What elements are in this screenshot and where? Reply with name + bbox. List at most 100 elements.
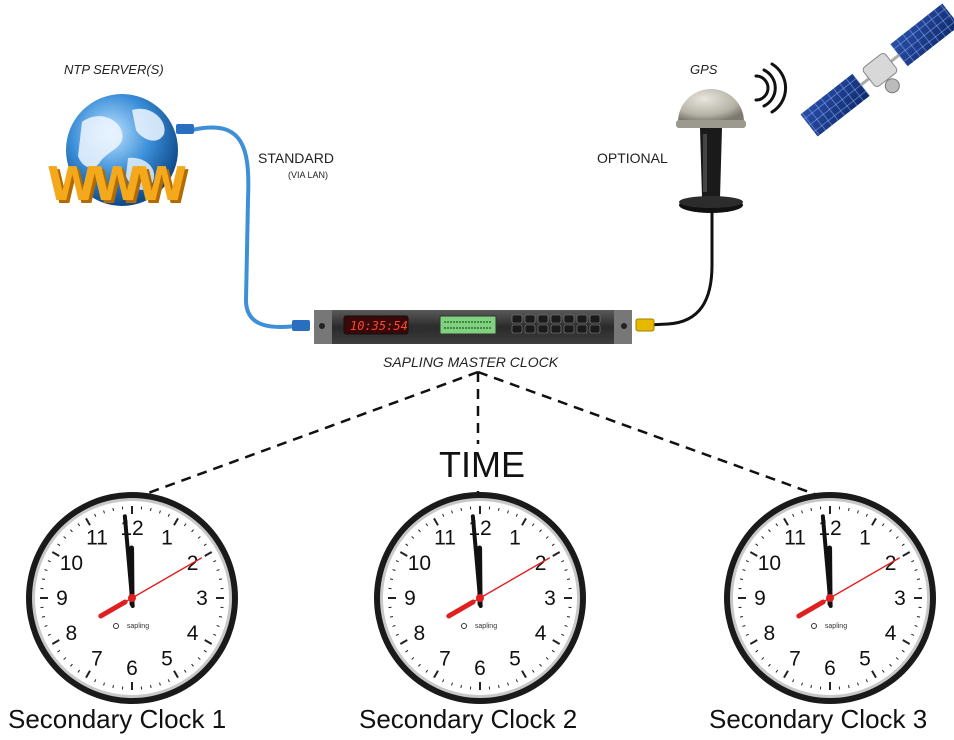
clock-number: 5 bbox=[161, 648, 173, 671]
clock-tick bbox=[112, 507, 114, 512]
gps-connector bbox=[635, 318, 655, 332]
clock-tick bbox=[749, 639, 758, 645]
master-clock-device: 10:35:54 sapling bbox=[314, 310, 632, 344]
clock-tick bbox=[167, 513, 170, 517]
clock-tick bbox=[515, 513, 518, 517]
secondary-clock-1-label: Secondary Clock 1 bbox=[8, 704, 227, 734]
time-label: TIME bbox=[437, 444, 527, 486]
clock-tick bbox=[389, 616, 394, 618]
clock-tick bbox=[507, 682, 509, 686]
keypad-key bbox=[550, 314, 562, 324]
clock-tick bbox=[755, 543, 759, 547]
clock-tick bbox=[85, 517, 91, 526]
clock-tick bbox=[70, 529, 73, 533]
lan-connector-left bbox=[176, 124, 194, 134]
clock-number: 3 bbox=[196, 587, 208, 610]
clock-tick bbox=[392, 569, 396, 571]
clock-tick bbox=[515, 679, 518, 683]
clock-tick bbox=[399, 551, 408, 557]
clock-tick bbox=[44, 625, 48, 627]
clock-tick bbox=[881, 523, 885, 527]
clock-tick bbox=[881, 669, 885, 673]
clock-brand: sapling bbox=[825, 623, 847, 630]
clock-tick bbox=[889, 529, 892, 533]
clock-tick bbox=[218, 616, 223, 618]
clock-tick bbox=[70, 663, 73, 667]
gps-label: GPS bbox=[690, 62, 718, 77]
clock-tick bbox=[792, 513, 795, 517]
clock-number: 6 bbox=[474, 657, 486, 680]
clock-number: 8 bbox=[414, 622, 426, 645]
clock-tick bbox=[916, 578, 921, 580]
clock-tick bbox=[442, 513, 445, 517]
clock-number: 5 bbox=[509, 648, 521, 671]
clock-tick bbox=[566, 616, 571, 618]
clock-tick bbox=[865, 679, 868, 683]
clock-tick bbox=[564, 569, 568, 571]
clock-tick bbox=[112, 684, 114, 689]
clock-tick bbox=[63, 536, 67, 539]
clock-tick bbox=[47, 560, 51, 563]
clock-number: 10 bbox=[758, 552, 781, 575]
clock-tick bbox=[551, 543, 555, 547]
clock-tick bbox=[775, 523, 779, 527]
secondary-clock-3-label: Secondary Clock 3 bbox=[709, 704, 928, 734]
clock-tick bbox=[57, 543, 61, 547]
clock-minute-hand bbox=[470, 514, 483, 608]
clock-tick bbox=[739, 616, 744, 618]
clock-tick bbox=[191, 663, 194, 667]
clock-tick bbox=[745, 633, 749, 636]
clock-tick bbox=[399, 639, 408, 645]
standard-label: STANDARD bbox=[258, 150, 334, 166]
clock-tick bbox=[911, 633, 915, 636]
clock-tick bbox=[566, 578, 571, 580]
clock-tick bbox=[761, 536, 765, 539]
clock-tick bbox=[545, 657, 549, 660]
clock-tick bbox=[451, 682, 453, 686]
clock-tick bbox=[775, 669, 779, 673]
clock-tick bbox=[203, 649, 207, 653]
clock-tick bbox=[103, 510, 105, 514]
clock-tick bbox=[783, 517, 789, 526]
secondary-clock-2-label: Secondary Clock 2 bbox=[359, 704, 578, 734]
clock-tick bbox=[411, 536, 415, 539]
clock-tick bbox=[213, 560, 217, 563]
clock-tick bbox=[914, 625, 918, 627]
keypad-key bbox=[511, 314, 523, 324]
ntp-server-label: NTP SERVER(S) bbox=[64, 62, 164, 77]
lan-cable bbox=[190, 125, 298, 329]
clock-tick bbox=[204, 551, 213, 557]
clock-number: 4 bbox=[885, 622, 897, 645]
clock-tick bbox=[755, 649, 759, 653]
clock-tick bbox=[801, 510, 803, 514]
clock-tick bbox=[216, 625, 220, 627]
master-brand: sapling bbox=[412, 324, 434, 331]
keypad-key bbox=[563, 314, 575, 324]
clock-tick bbox=[57, 649, 61, 653]
keypad-key bbox=[524, 324, 536, 334]
clock-tick bbox=[761, 657, 765, 660]
clock-number: 1 bbox=[161, 526, 173, 549]
clock-tick bbox=[418, 529, 421, 533]
clock-number: 9 bbox=[754, 587, 766, 610]
clock-tick bbox=[902, 639, 911, 645]
clock-number: 5 bbox=[859, 648, 871, 671]
clock-tick bbox=[739, 578, 744, 580]
clock-tick bbox=[389, 578, 394, 580]
clock-tick bbox=[451, 510, 453, 514]
clock-tick bbox=[203, 543, 207, 547]
clock-tick bbox=[552, 639, 561, 645]
secondary-clock-2: 121234567891011sapling bbox=[374, 492, 586, 704]
clock-number: 7 bbox=[789, 648, 801, 671]
clock-tick bbox=[561, 633, 565, 636]
clock-tick bbox=[871, 517, 877, 526]
clock-tick bbox=[63, 657, 67, 660]
clock-tick bbox=[433, 670, 439, 679]
clock-tick bbox=[411, 657, 415, 660]
clock-tick bbox=[94, 513, 97, 517]
signal-waves-icon bbox=[754, 62, 788, 114]
clock-minute-hand bbox=[122, 514, 135, 608]
secondary-clock-1: 121234567891011sapling bbox=[26, 492, 238, 704]
clock-tick bbox=[564, 625, 568, 627]
clock-number: 7 bbox=[91, 648, 103, 671]
